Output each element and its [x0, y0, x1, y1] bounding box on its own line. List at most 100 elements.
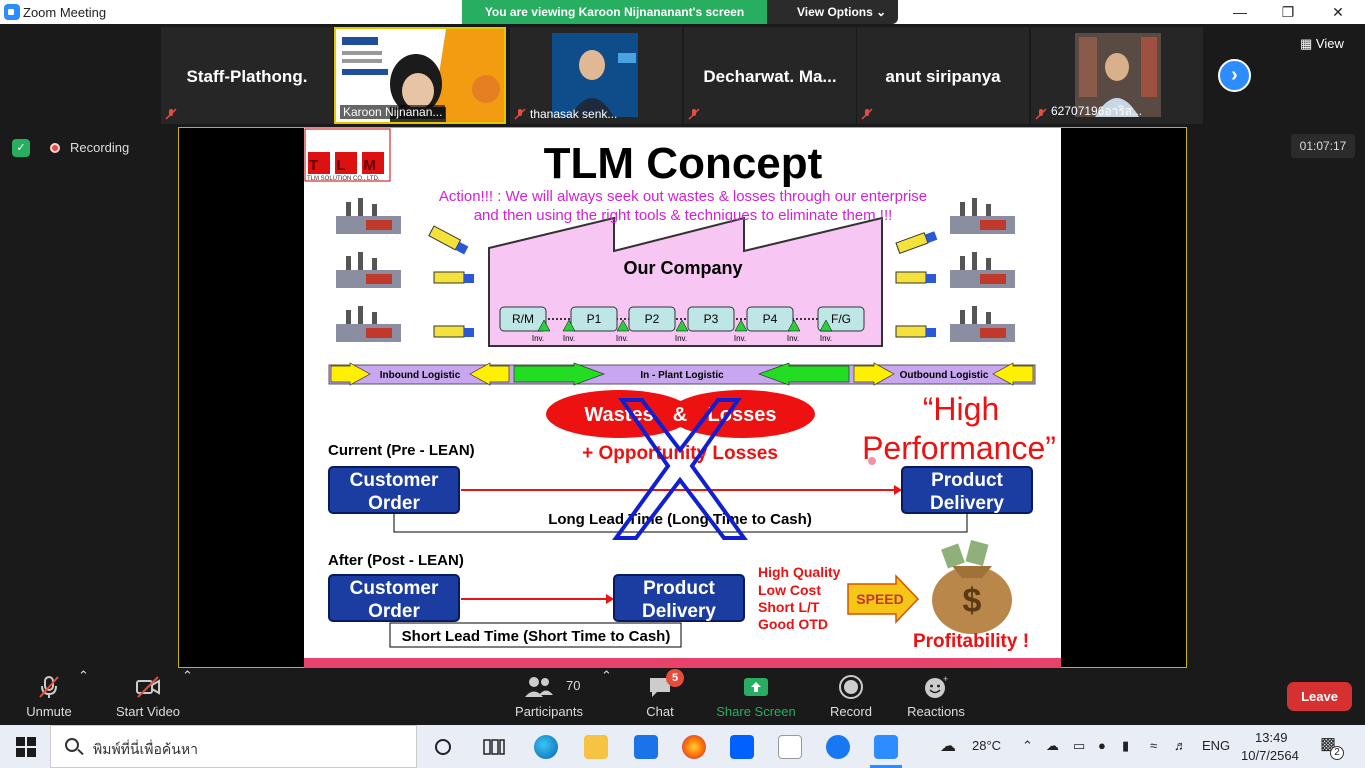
unmute-button[interactable]: Unmute [14, 668, 84, 725]
opportunity-losses-label: + Opportunity Losses [582, 443, 778, 464]
truck-icon [895, 325, 936, 338]
search-icon [65, 738, 79, 752]
participant-label: Karoon Nijnanan... [340, 105, 446, 119]
long-lead-bracket [393, 513, 968, 533]
process-box [628, 306, 676, 332]
share-screen-icon [744, 678, 768, 696]
audio-options-caret[interactable]: ⌃ [78, 668, 89, 683]
slide-title: TLM Concept [544, 139, 823, 188]
clock-time[interactable]: 13:49 [1255, 730, 1288, 745]
our-company-label: Our Company [623, 258, 742, 278]
participant-tile[interactable]: 62707196อาริส... [1031, 27, 1203, 124]
view-options-button[interactable]: View Options ⌄ [767, 0, 898, 24]
participant-tile[interactable]: anut siripanya [857, 27, 1029, 124]
view-button[interactable]: ▦ View [1300, 36, 1344, 52]
inventory-triangle-icon [819, 319, 833, 332]
benefit-item: High Quality [758, 564, 841, 580]
svg-text:+: + [943, 674, 948, 684]
participant-tile-active[interactable]: Karoon Nijnanan... [334, 27, 506, 124]
supplier-factories [336, 198, 474, 342]
product-delivery-box [613, 574, 745, 622]
process-label: P2 [645, 312, 660, 326]
video-options-caret[interactable]: ⌃ [182, 668, 193, 683]
clock-date[interactable]: 10/7/2564 [1241, 748, 1299, 763]
pointer-dot [868, 457, 876, 465]
chat-icon [650, 678, 670, 697]
arrow-right-icon [513, 362, 606, 386]
participants-options-caret[interactable]: ⌃ [601, 668, 612, 683]
slide-footer-bar [304, 658, 1061, 668]
arrow-head-icon [606, 594, 614, 604]
reactions-smiley-icon: + [925, 674, 948, 698]
process-box [746, 306, 794, 332]
leave-button[interactable]: Leave [1287, 682, 1352, 711]
truck-icon [428, 225, 469, 255]
tray-expand-icon[interactable]: ⌃ [1022, 738, 1033, 753]
participant-tile[interactable]: Decharwat. Ma... [684, 27, 856, 124]
current-pre-lean-label: Current (Pre - LEAN) [328, 442, 475, 459]
record-label: Record [830, 704, 872, 719]
security-shield-icon[interactable]: ✓ [12, 139, 30, 157]
participants-label: Participants [515, 704, 583, 719]
mic-muted-icon [688, 108, 700, 120]
battery-icon[interactable]: ▮ [1122, 738, 1130, 753]
process-box [817, 306, 865, 332]
dropbox-icon[interactable] [730, 735, 754, 759]
restore-button[interactable]: ❐ [1281, 4, 1295, 20]
reactions-button[interactable]: + Reactions [902, 668, 970, 725]
mail-icon[interactable] [634, 735, 658, 759]
record-button[interactable]: Record [822, 668, 880, 725]
taskbar-search[interactable]: พิมพ์ที่นี่เพื่อค้นหา [50, 725, 417, 768]
slide-canvas: T L M TLM SOLUTION CO., LTD. TLM Concept… [304, 128, 1061, 668]
participant-name: anut siripanya [885, 67, 1001, 86]
onedrive-cloud-icon[interactable]: ☁ [1046, 738, 1059, 753]
firefox-icon[interactable] [682, 735, 706, 759]
wifi-icon[interactable]: ≈ [1150, 738, 1158, 753]
factory-icon [950, 198, 1015, 234]
logistic-band: Inbound Logistic In - Plant Logistic Out… [328, 362, 1036, 386]
close-button[interactable]: ✕ [1332, 4, 1344, 20]
arrow-left-icon [757, 362, 850, 386]
slide: T L M TLM SOLUTION CO., LTD. TLM Concept… [304, 128, 1061, 668]
file-explorer-icon[interactable] [584, 735, 608, 759]
chat-button[interactable]: 5 Chat [630, 668, 690, 725]
windows-start-icon[interactable] [16, 737, 36, 757]
participant-tile[interactable]: thanasak senk... [510, 27, 682, 124]
zoom-taskbar-icon[interactable] [874, 735, 898, 759]
participants-button[interactable]: 70 Participants [510, 668, 588, 725]
speed-label: SPEED [856, 591, 903, 607]
arrow-left-icon [992, 362, 1034, 386]
customer-order-text: Order [368, 601, 420, 622]
amazon-icon[interactable] [778, 735, 802, 759]
share-screen-button[interactable]: Share Screen [713, 668, 799, 725]
customer-order-text: Customer [350, 578, 439, 599]
task-view-icon[interactable] [483, 737, 505, 757]
meeting-toolbar: Unmute ⌃ Start Video ⌃ 70 Participants ⌃… [0, 668, 1365, 725]
facebook-icon[interactable] [826, 735, 850, 759]
minimize-button[interactable]: — [1233, 4, 1247, 20]
language-indicator[interactable]: ENG [1202, 738, 1231, 753]
weather-temp[interactable]: 28°C [972, 738, 1002, 753]
participant-tile[interactable]: Staff-Plathong. [161, 27, 333, 124]
inventory-label: Inv. [734, 334, 746, 343]
edge-browser-icon[interactable] [534, 735, 558, 759]
process-label: P1 [587, 312, 602, 326]
start-video-button[interactable]: Start Video [108, 668, 188, 725]
weather-cloud-icon[interactable]: ☁ [940, 738, 956, 755]
benefit-item: Good OTD [758, 616, 828, 632]
action-line-1: Action!!! : We will always seek out wast… [439, 188, 927, 205]
next-page-button[interactable]: › [1218, 59, 1251, 92]
inventory-triangle-icon [787, 319, 801, 332]
process-label: R/M [512, 312, 534, 326]
cortana-icon[interactable] [433, 737, 453, 757]
device-icon[interactable]: ▭ [1073, 738, 1086, 753]
arrow-right-icon [853, 362, 895, 386]
mic-muted-icon [861, 108, 873, 120]
microphone-tray-icon[interactable]: ● [1098, 738, 1106, 753]
search-placeholder: พิมพ์ที่นี่เพื่อค้นหา [93, 741, 198, 757]
losses-label: Losses [708, 404, 777, 426]
arrow-head-icon [894, 485, 902, 495]
volume-icon[interactable]: ♬ [1174, 738, 1187, 753]
product-delivery-text: Product [643, 578, 715, 599]
participant-name: Staff-Plathong. [186, 67, 308, 86]
